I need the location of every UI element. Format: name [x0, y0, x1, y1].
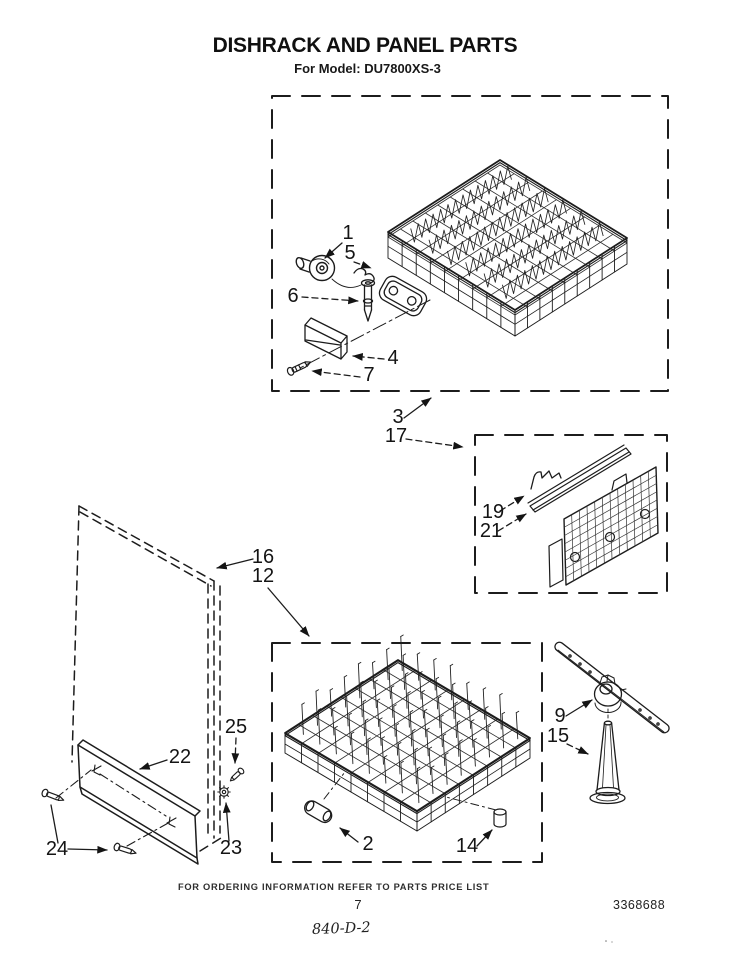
callout-19: 19: [482, 501, 504, 523]
side-panel-drawing: [71, 505, 222, 852]
callout-2: 2: [362, 833, 373, 855]
lower-rack-section-box: [271, 642, 543, 863]
callout-17: 17: [385, 425, 407, 447]
callout-9: 9: [554, 705, 565, 727]
dishrack-wireframe: [284, 634, 531, 832]
upper-rack-section-box: [271, 95, 669, 392]
callout-3: 3: [392, 406, 403, 428]
callout-4: 4: [387, 347, 398, 369]
wheel-stem-link-line: [331, 278, 362, 288]
callout-7: 7: [363, 364, 374, 386]
roller-axis-line: [323, 771, 346, 800]
track-section-box: [474, 434, 668, 594]
document-number: 3368688: [613, 898, 666, 912]
cap-axis-line: [445, 796, 497, 811]
axle-clip-drawing: [353, 267, 375, 284]
screw-24a-drawing: [41, 788, 65, 802]
track-clip-drawing: [530, 470, 562, 490]
screw-7-drawing: [286, 361, 312, 376]
roller-cap-drawing: [493, 808, 507, 828]
callout-24: 24: [46, 838, 68, 860]
screw-25-drawing: [229, 767, 245, 782]
callout-16: 16: [252, 546, 274, 568]
callout-21: 21: [480, 520, 502, 542]
page-number: 7: [354, 897, 362, 912]
ordering-note: FOR ORDERING INFORMATION REFER TO PARTS …: [178, 882, 490, 892]
nut-23-drawing: [217, 785, 231, 799]
lower-roller-drawing: [304, 800, 333, 824]
grid-panel-drawing: [548, 466, 659, 588]
stem-drawing: [360, 279, 376, 322]
model-subtitle: For Model: DU7800XS-3: [294, 61, 441, 76]
trim-rail-drawing: [527, 444, 632, 513]
callout-22: 22: [169, 746, 191, 768]
callout-23: 23: [220, 837, 242, 859]
scan-specks: [605, 940, 613, 943]
callout-5: 5: [344, 242, 355, 264]
feed-tube-drawing: [589, 708, 626, 805]
callout-6: 6: [287, 285, 298, 307]
callout-15: 15: [547, 725, 569, 747]
callout-25: 25: [225, 716, 247, 738]
page-title: DISHRACK AND PANEL PARTS: [212, 34, 518, 57]
access-panel-drawing: [55, 739, 201, 865]
mount-plate-drawing: [378, 275, 428, 317]
dishrack-wireframe: [387, 159, 628, 337]
callout-14: 14: [456, 835, 478, 857]
spray-arm-drawing: [554, 641, 670, 734]
callout-12: 12: [252, 565, 274, 587]
handwritten-mark: 840-D-2: [311, 919, 371, 939]
leader-lines: [50, 242, 593, 854]
screw-24b-drawing: [113, 842, 137, 855]
callout-1: 1: [342, 222, 353, 244]
roller-wheel-drawing: [295, 254, 336, 282]
adjuster-cover-drawing: [304, 317, 348, 360]
rack-wireframes: [284, 159, 628, 832]
